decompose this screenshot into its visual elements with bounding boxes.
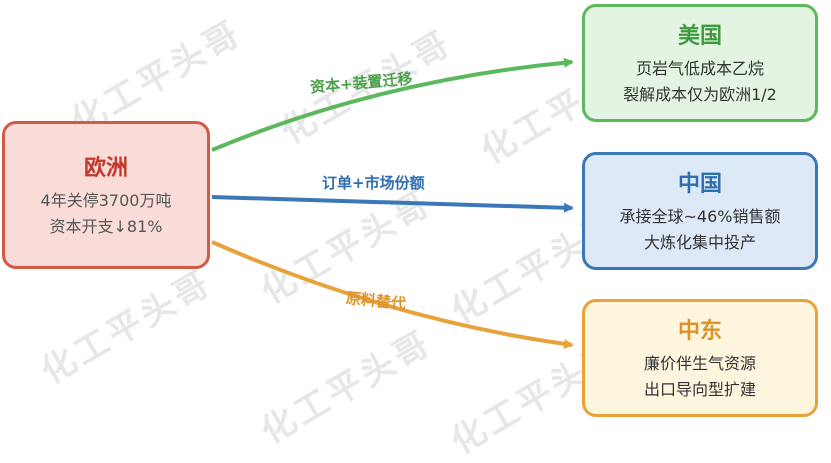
node-usa-line: 裂解成本仅为欧洲1/2 [623, 85, 777, 104]
node-europe-line: 资本开支↓81% [49, 217, 163, 236]
node-china-line: 承接全球~46%销售额 [619, 207, 781, 226]
edge-label-china: 订单+市场份额 [322, 174, 425, 192]
arrow-europe-china [211, 195, 574, 213]
arrow-europe-middle-east [211, 240, 574, 349]
node-china-title: 中国 [677, 172, 722, 197]
node-middle-east-line: 出口导向型扩建 [643, 380, 756, 399]
node-middle-east: 中东 廉价伴生气资源 出口导向型扩建 [582, 299, 818, 417]
flow-diagram: 化工平头哥 化工平头哥 化工平头哥 化工平头哥 化工平头哥 化工平头哥 化工平头… [2, 4, 818, 462]
node-middle-east-line: 廉价伴生气资源 [643, 354, 756, 373]
node-middle-east-title: 中东 [677, 319, 722, 344]
node-europe: 欧洲 4年关停3700万吨 资本开支↓81% [2, 121, 210, 269]
node-china: 中国 承接全球~46%销售额 大炼化集中投产 [582, 152, 818, 270]
node-usa-line: 页岩气低成本乙烷 [635, 59, 764, 78]
node-usa-title: 美国 [677, 24, 722, 49]
node-usa: 美国 页岩气低成本乙烷 裂解成本仅为欧洲1/2 [582, 4, 818, 122]
node-china-line: 大炼化集中投产 [643, 233, 756, 252]
node-europe-line: 4年关停3700万吨 [40, 191, 172, 210]
arrow-europe-usa [211, 57, 574, 152]
node-europe-title: 欧洲 [83, 156, 128, 181]
arrows [211, 57, 574, 349]
